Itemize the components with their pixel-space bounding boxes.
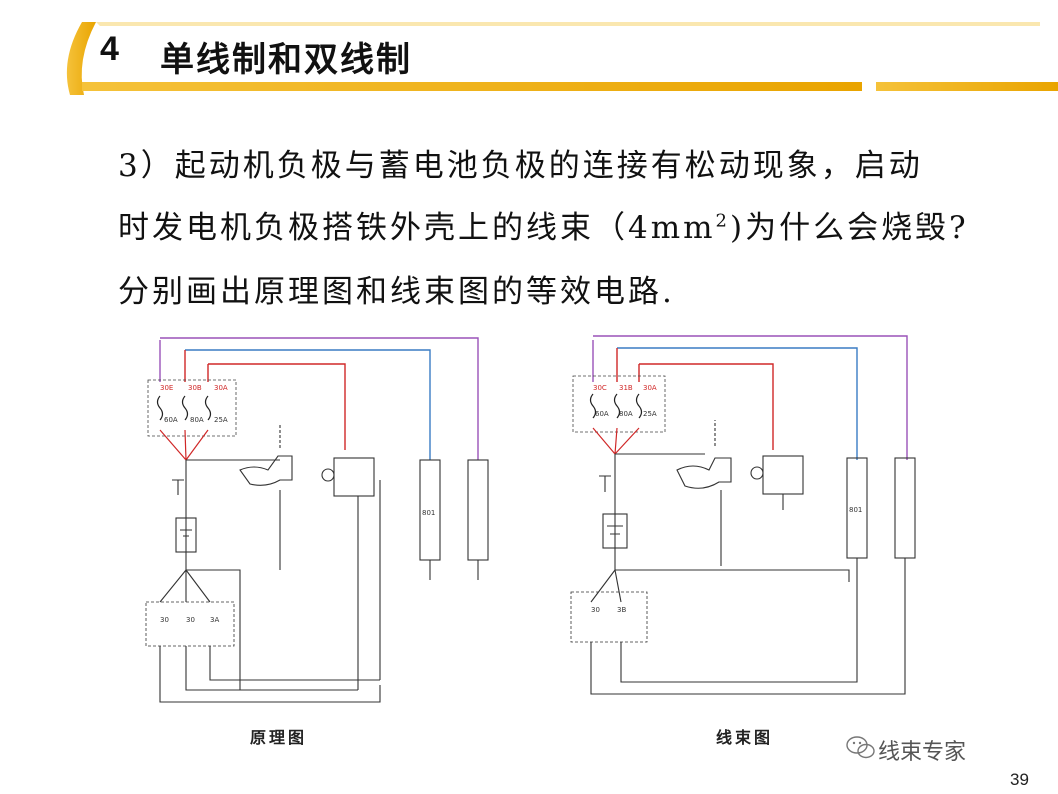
fuse-rating-2: 80A — [619, 410, 633, 418]
bottom-fuse-2: 3B — [617, 606, 626, 614]
section-number: 4 — [100, 30, 119, 68]
fuse-rating-3: 25A — [214, 416, 228, 424]
bottom-fuse-3: 3A — [210, 616, 219, 624]
box-801-label: 801 — [422, 509, 435, 517]
harness-caption: 线束图 — [716, 728, 774, 747]
fuse-label-2: 31B — [619, 384, 633, 392]
header-band — [66, 22, 1058, 95]
fuse-label-3: 30A — [643, 384, 657, 392]
body-line-3: 分别画出原理图和线束图的等效电路. — [118, 274, 675, 310]
body-line-2: 时发电机负极搭铁外壳上的线束（4mm2)为什么会烧毁? — [118, 202, 969, 247]
body-line-2-sup: 2 — [715, 210, 730, 232]
body-line-1: 3）起动机负极与蓄电池负极的连接有松动现象，启动 — [118, 148, 923, 184]
box-801-label: 801 — [849, 506, 862, 514]
fuse-rating-1: 60A — [164, 416, 178, 424]
bottom-fuse-2: 30 — [186, 616, 195, 624]
fuse-label-3: 30A — [214, 384, 228, 392]
schematic-caption: 原理图 — [250, 728, 308, 747]
bottom-fuse-1: 30 — [591, 606, 600, 614]
body-line-2-pre: 时发电机负极搭铁外壳上的线束（4mm — [118, 210, 716, 246]
fuse-rating-3: 25A — [643, 410, 657, 418]
wechat-icon — [846, 736, 875, 759]
harness-diagram: 30C 31B 30A 60A 80A 25A 801 30 3B — [570, 335, 916, 695]
fuse-label-1: 30E — [160, 384, 173, 392]
fuse-label-1: 30C — [593, 384, 607, 392]
schematic-diagram: 30E 30B 30A 60A 80A 25A — [145, 337, 489, 703]
page-number: 39 — [1010, 770, 1029, 789]
fuse-label-2: 30B — [188, 384, 202, 392]
body-line-2-post: )为什么会烧毁? — [729, 210, 969, 246]
bottom-fuse-1: 30 — [160, 616, 169, 624]
watermark-text: 线束专家 — [878, 740, 967, 765]
fuse-rating-1: 60A — [595, 410, 609, 418]
page-title: 单线制和双线制 — [160, 40, 412, 80]
fuse-rating-2: 80A — [190, 416, 204, 424]
